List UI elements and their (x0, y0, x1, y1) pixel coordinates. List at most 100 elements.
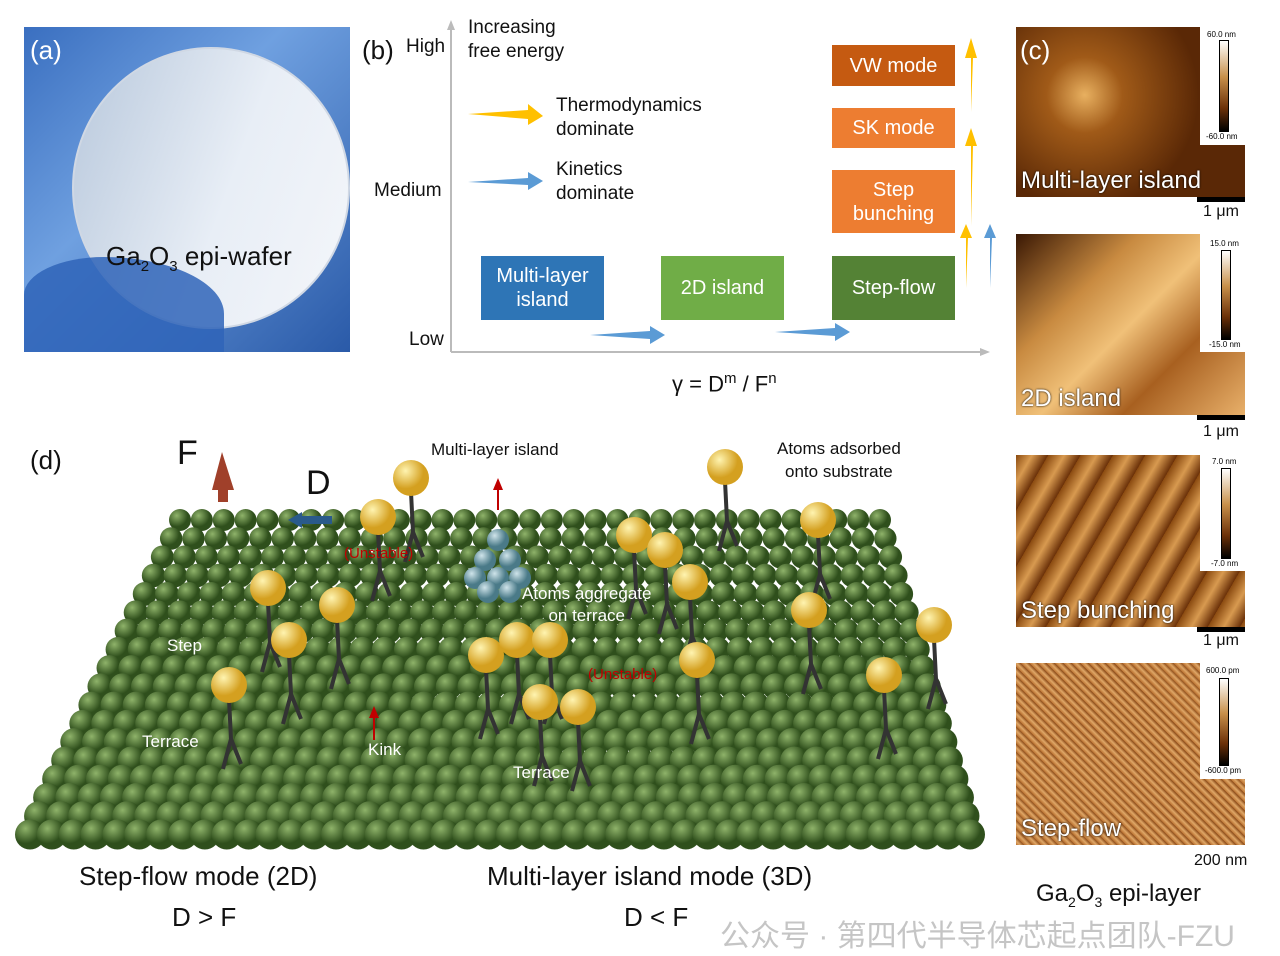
adatom-limbs (329, 618, 351, 690)
adatom (319, 587, 355, 623)
adatom-limbs (281, 653, 303, 725)
wafer-caption: Ga2O3 epi-wafer (106, 241, 292, 276)
substrate-atom (564, 600, 589, 625)
substrate-atom (561, 527, 585, 550)
annotation-multilayer: Multi-layer island (431, 440, 559, 459)
substrate-atom (403, 563, 428, 588)
substrate-atom (615, 618, 641, 644)
substrate-atom (159, 527, 183, 550)
adatom (560, 689, 596, 725)
substrate-atom (577, 582, 602, 606)
substrate-atom (718, 600, 743, 625)
substrate-atom (746, 618, 772, 644)
substrate-atom (495, 819, 526, 850)
y-low-label: Low (409, 329, 444, 350)
substrate-atom (475, 509, 498, 531)
substrate-atom (542, 600, 567, 625)
substrate-atom (249, 527, 272, 550)
substrate-atom (386, 819, 417, 850)
substrate-atom (696, 600, 721, 625)
adatom-limbs (478, 668, 500, 740)
substrate-atom (288, 582, 313, 606)
substrate-atom (450, 527, 473, 550)
substrate-atom (15, 819, 45, 850)
mode-right-title: Multi-layer island mode (3D) (487, 861, 813, 891)
substrate-atom (321, 819, 352, 850)
substrate-atom (659, 618, 685, 644)
substrate-atom (784, 527, 808, 550)
substrate-atom (644, 563, 668, 588)
colorbar (1221, 468, 1231, 559)
cond-left: D > F (172, 902, 237, 932)
annotation-kink: Kink (368, 740, 402, 759)
substrate-atom (271, 527, 294, 550)
substrate-atom (578, 563, 602, 588)
substrate-atom (463, 618, 489, 644)
kink-arrow-icon (369, 706, 379, 740)
adatom-limbs (221, 698, 243, 770)
substrate-atom (211, 600, 237, 625)
annotation-adsorbed: Atoms adsorbed onto substrate (777, 439, 901, 481)
substrate-atom (371, 636, 398, 663)
substrate-atom (185, 563, 209, 588)
substrate-atom (102, 819, 133, 850)
colorbar (1221, 250, 1231, 340)
substrate-atom (338, 563, 362, 588)
diffusion-arrow-icon (288, 512, 332, 528)
substrate-atom (847, 509, 870, 531)
adatom (791, 592, 827, 628)
x-axis-formula: γ = Dm / Fn (672, 370, 777, 397)
adatom-limbs (370, 530, 392, 602)
substrate-atom (608, 600, 633, 625)
substrate-atom (796, 563, 821, 588)
substrate-atom (294, 563, 319, 588)
cond-right: D < F (624, 902, 689, 932)
substrate-atom (844, 582, 869, 606)
step-flow-box: Step-flow (832, 256, 955, 320)
substrate-atom (519, 509, 541, 531)
substrate-atom (520, 600, 545, 625)
substrate-atom (781, 509, 804, 531)
substrate-atom (239, 545, 263, 569)
substrate-atom (305, 545, 329, 569)
kinetic-legend: Kinetics dominate (556, 159, 635, 204)
axes (447, 20, 996, 356)
substrate-atom (884, 563, 908, 588)
substrate-atom (850, 600, 875, 625)
substrate-atom (526, 545, 549, 569)
substrate-atom (711, 582, 736, 606)
substrate-atom (539, 819, 570, 850)
substrate-atom (189, 600, 215, 625)
substrate-atom (851, 527, 875, 550)
annotation-terrace: Terrace (142, 732, 199, 751)
substrate-atom (586, 600, 611, 625)
substrate-atom (387, 600, 413, 625)
annotation-terrace: Terrace (513, 763, 570, 782)
adatom (866, 657, 902, 693)
substrate-atom (349, 545, 373, 569)
substrate-atom (409, 600, 435, 625)
adatom (647, 532, 683, 568)
step-bunching-box: Step bunching (832, 170, 955, 233)
substrate-atom (226, 527, 250, 550)
substrate-atom (594, 618, 620, 644)
substrate-atom (256, 509, 279, 531)
substrate-atom (408, 819, 439, 850)
substrate-atom (755, 582, 780, 606)
colorbar (1219, 678, 1229, 766)
substrate-atom (627, 819, 658, 850)
scale-label: 1 μm (1203, 423, 1239, 440)
substrate-atom (630, 600, 655, 625)
adatom-limbs (570, 720, 592, 792)
substrate-atom (430, 819, 461, 850)
adatom-limbs (689, 673, 711, 745)
substrate-atom (146, 819, 177, 850)
adatom (468, 637, 504, 673)
substrate-atom (857, 545, 880, 569)
substrate-atom (724, 618, 750, 644)
substrate-atom (834, 545, 858, 569)
substrate-atom (753, 563, 777, 588)
substrate-atom (702, 545, 726, 569)
substrate-atom (714, 819, 745, 850)
substrate-atom (680, 545, 704, 569)
